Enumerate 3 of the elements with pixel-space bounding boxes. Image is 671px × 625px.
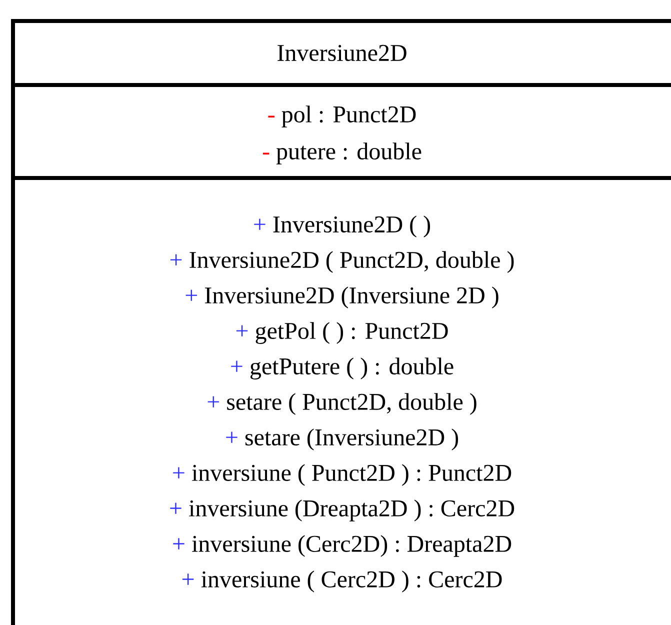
class-name-compartment: Inversiune2D xyxy=(11,19,671,85)
attributes-compartment: - pol : Punct2D - putere : double xyxy=(11,83,671,178)
methods-compartment: + Inversiune2D ( ) + Inversiune2D ( Punct2D, double ) + Inversiune2D (Inversiune 2D ) + getPol ( ) : Punct2D + getPutere ( ) : double + setare ( Punct2D, double ) + setare (Inversiune2D ) + inversiune ( Punct2D ) : Punct2D + inversiune (Dreapta2D ) : Cerc2D + inversiune (Cerc2D) : Dreapta2D + inversiune ( Cerc2D ) : Cerc2D xyxy=(11,176,671,625)
